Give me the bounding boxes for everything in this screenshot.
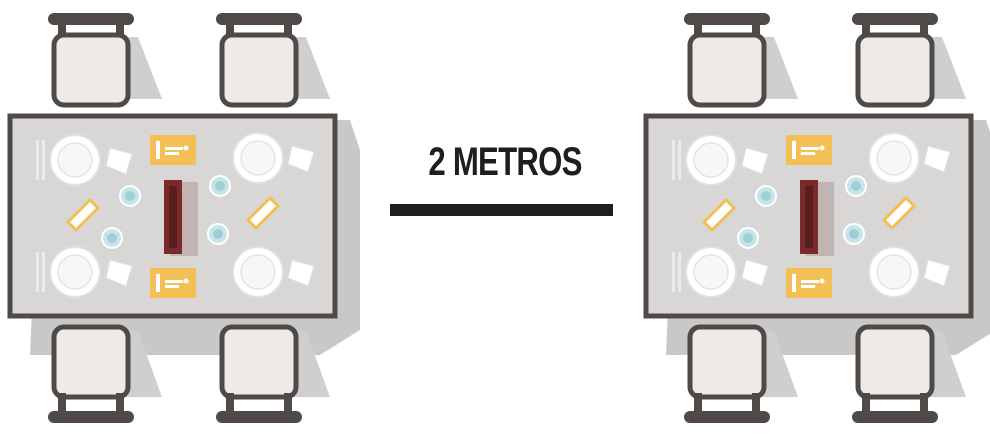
table-left — [10, 13, 360, 423]
table-right — [646, 13, 990, 423]
distance-label: 2 METROS — [419, 140, 591, 185]
distance-bar — [390, 204, 613, 216]
